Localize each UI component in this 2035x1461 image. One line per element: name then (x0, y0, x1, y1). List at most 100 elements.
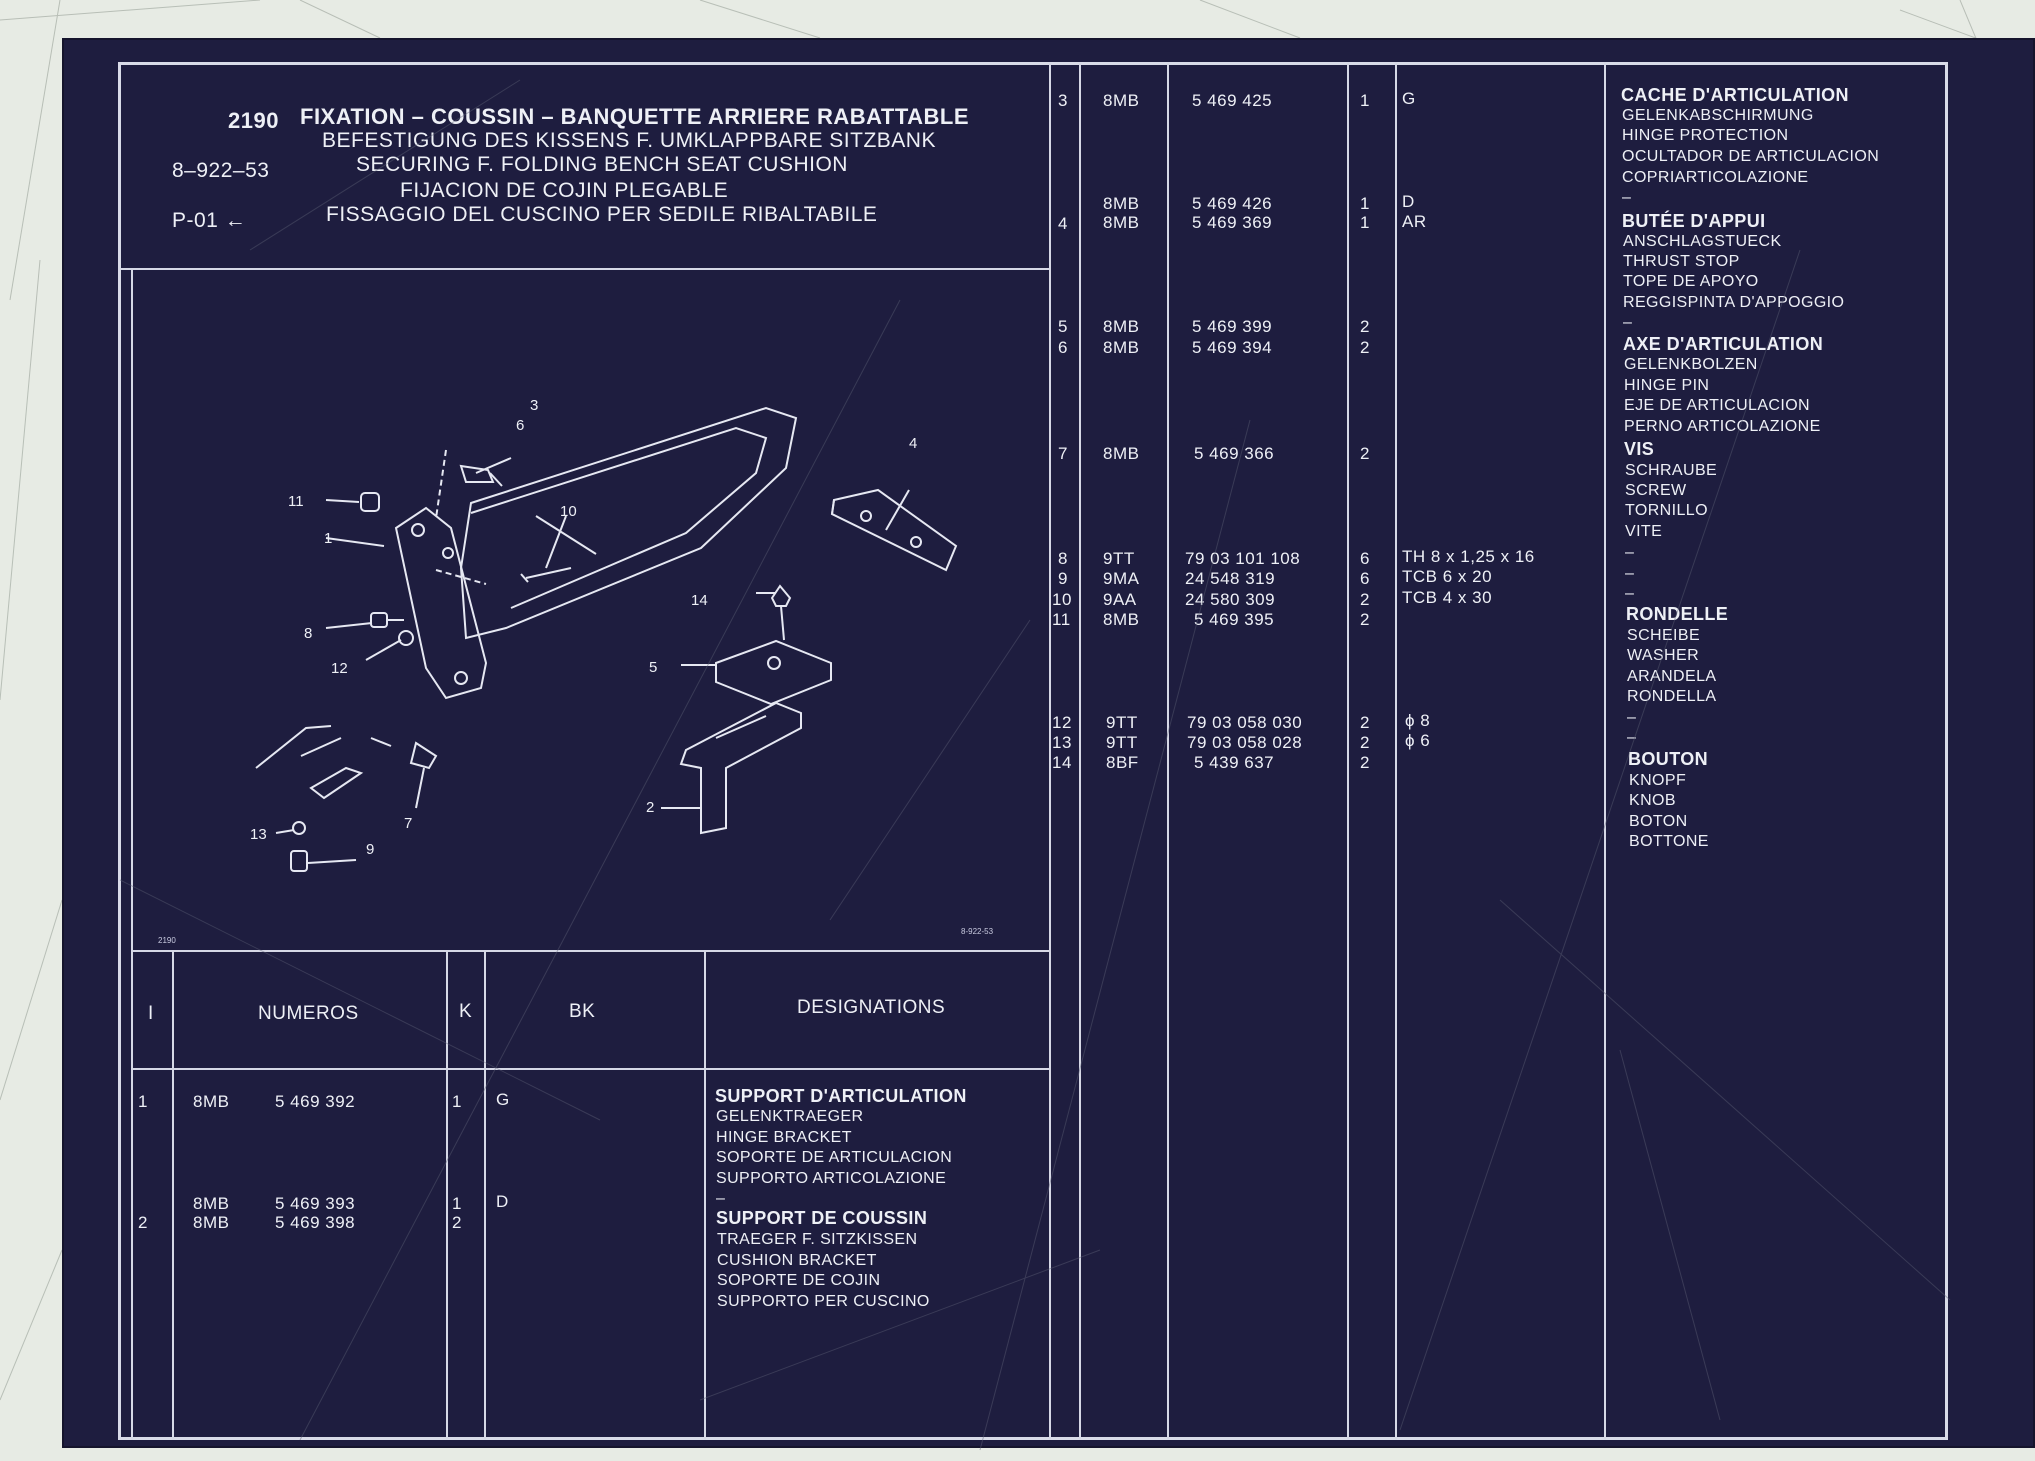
col-header-index: I (148, 1003, 154, 1024)
diagram-corner-left: 2190 (158, 936, 176, 945)
desc-r-7: ANSCHLAGSTUECK (1623, 233, 1782, 250)
callout-13: 13 (250, 826, 267, 843)
callout-9: 9 (366, 841, 374, 858)
row-4-prefix-a: 8MB (1103, 194, 1140, 213)
row-1-desc-2: HINGE BRACKET (716, 1129, 852, 1146)
row-8-prefix: 9TT (1103, 549, 1135, 568)
desc-r-18: SCHRAUBE (1625, 462, 1718, 479)
part-thrust-stop-shape (830, 488, 958, 572)
parts-sheet (62, 38, 2035, 1448)
row-6-prefix: 8MB (1103, 338, 1140, 357)
desc-r-21: VITE (1625, 523, 1663, 540)
row-2-prefix-b: 8MB (193, 1213, 230, 1232)
col-prefix-divider-right (1167, 62, 1169, 1440)
title-de: BEFESTIGUNG DES KISSENS F. UMKLAPPBARE S… (322, 129, 936, 152)
row-2-prefix-a: 8MB (193, 1194, 230, 1213)
plate-code: 2190 (228, 108, 279, 133)
row-13-number: 79 03 058 028 (1187, 733, 1303, 752)
col-header-designations: DESIGNATIONS (797, 997, 946, 1018)
desc-r-22: – (1625, 544, 1635, 561)
desc-r-36: BOTTONE (1629, 833, 1709, 850)
col-k-divider-left (484, 950, 486, 1440)
row-3-number: 5 469 425 (1192, 91, 1273, 110)
row-3-k: 1 (1360, 91, 1370, 110)
desc-r-11: – (1623, 314, 1633, 331)
row-2-index: 2 (138, 1213, 148, 1232)
col-k-divider-right (1079, 62, 1081, 1440)
page-ref: P-01 ← (172, 209, 247, 232)
row-13-k: 2 (1360, 733, 1370, 752)
row-1-desc-0: SUPPORT D'ARTICULATION (715, 1086, 967, 1106)
callout-5: 5 (649, 659, 657, 676)
row-6-number: 5 469 394 (1192, 338, 1273, 357)
desc-r-1: GELENKABSCHIRMUNG (1622, 107, 1814, 124)
row-14-prefix: 8BF (1106, 753, 1139, 772)
desc-r-4: COPRIARTICOLAZIONE (1622, 169, 1809, 186)
row-2-desc-1: TRAEGER F. SITZKISSEN (717, 1231, 918, 1248)
row-5-prefix: 8MB (1103, 317, 1140, 336)
row-1-number: 5 469 392 (275, 1092, 356, 1111)
row-8-k: 6 (1360, 549, 1370, 568)
row-9-bk: TCB 6 x 20 (1402, 567, 1493, 586)
row-4-k-a: 1 (1360, 194, 1370, 213)
callout-4: 4 (909, 435, 917, 452)
row-1-desc-4: SUPPORTO ARTICOLAZIONE (716, 1170, 947, 1187)
row-2-desc-3: SOPORTE DE COJIN (717, 1272, 881, 1289)
desc-r-12: AXE D'ARTICULATION (1623, 334, 1824, 354)
row-2-desc-2: CUSHION BRACKET (717, 1252, 877, 1269)
row-10-bk: TCB 4 x 30 (1402, 588, 1493, 607)
row-12-number: 79 03 058 030 (1187, 713, 1303, 732)
row-9-index: 9 (1058, 569, 1068, 588)
row-7-index: 7 (1058, 444, 1068, 463)
col-bk-divider-right (1604, 62, 1606, 1440)
row-4-number-a: 5 469 426 (1192, 194, 1273, 213)
row-1-desc-1: GELENKTRAEGER (716, 1108, 864, 1125)
desc-r-25: RONDELLE (1626, 604, 1729, 624)
row-2-number-b: 5 469 398 (275, 1213, 356, 1232)
row-1-index: 1 (138, 1092, 148, 1111)
desc-r-35: BOTON (1629, 813, 1688, 830)
row-2-number-a: 5 469 393 (275, 1194, 356, 1213)
col-header-k: K (459, 1001, 473, 1022)
row-12-prefix: 9TT (1106, 713, 1138, 732)
row-8-number: 79 03 101 108 (1185, 549, 1301, 568)
col-index-divider-left (172, 950, 174, 1440)
col-bk-divider-left (704, 950, 706, 1440)
row-10-index: 10 (1052, 590, 1072, 609)
row-14-k: 2 (1360, 753, 1370, 772)
col-header-bk: BK (569, 1001, 596, 1022)
row-8-index: 8 (1058, 549, 1068, 568)
row-4-prefix-b: 8MB (1103, 213, 1140, 232)
header-divider (121, 268, 1051, 270)
desc-r-10: REGGISPINTA D'APPOGGIO (1623, 294, 1845, 311)
row-1-prefix: 8MB (193, 1092, 230, 1111)
row-11-index: 11 (1052, 610, 1071, 629)
row-4-k-b: 1 (1360, 213, 1370, 232)
desc-r-5: – (1622, 189, 1632, 206)
desc-r-26: SCHEIBE (1627, 627, 1701, 644)
callout-14: 14 (691, 592, 708, 609)
callout-10: 10 (560, 503, 577, 520)
column-header-bottom (131, 1068, 1051, 1070)
desc-r-15: EJE DE ARTICULACION (1624, 397, 1811, 414)
part-pad-shape (715, 639, 832, 706)
desc-r-13: GELENKBOLZEN (1624, 356, 1758, 373)
desc-r-2: HINGE PROTECTION (1622, 127, 1789, 144)
desc-r-28: ARANDELA (1627, 668, 1717, 685)
row-1-desc-3: SOPORTE DE ARTICULACION (716, 1149, 953, 1166)
row-2-desc-0: SUPPORT DE COUSSIN (716, 1208, 928, 1228)
desc-r-24: – (1625, 585, 1635, 602)
row-3-prefix: 8MB (1103, 91, 1140, 110)
header-right-divider (1049, 62, 1051, 1440)
col-header-numeros: NUMEROS (258, 1003, 359, 1024)
row-1-k: 1 (452, 1092, 462, 1111)
callout-12: 12 (331, 660, 348, 677)
row-10-k: 2 (1360, 590, 1370, 609)
callout-3: 3 (530, 397, 538, 414)
desc-r-16: PERNO ARTICOLAZIONE (1624, 418, 1821, 435)
row-3-index: 3 (1058, 91, 1068, 110)
desc-r-9: TOPE DE APOYO (1623, 273, 1759, 290)
row-10-prefix: 9AA (1103, 590, 1137, 609)
row-5-index: 5 (1058, 317, 1068, 336)
